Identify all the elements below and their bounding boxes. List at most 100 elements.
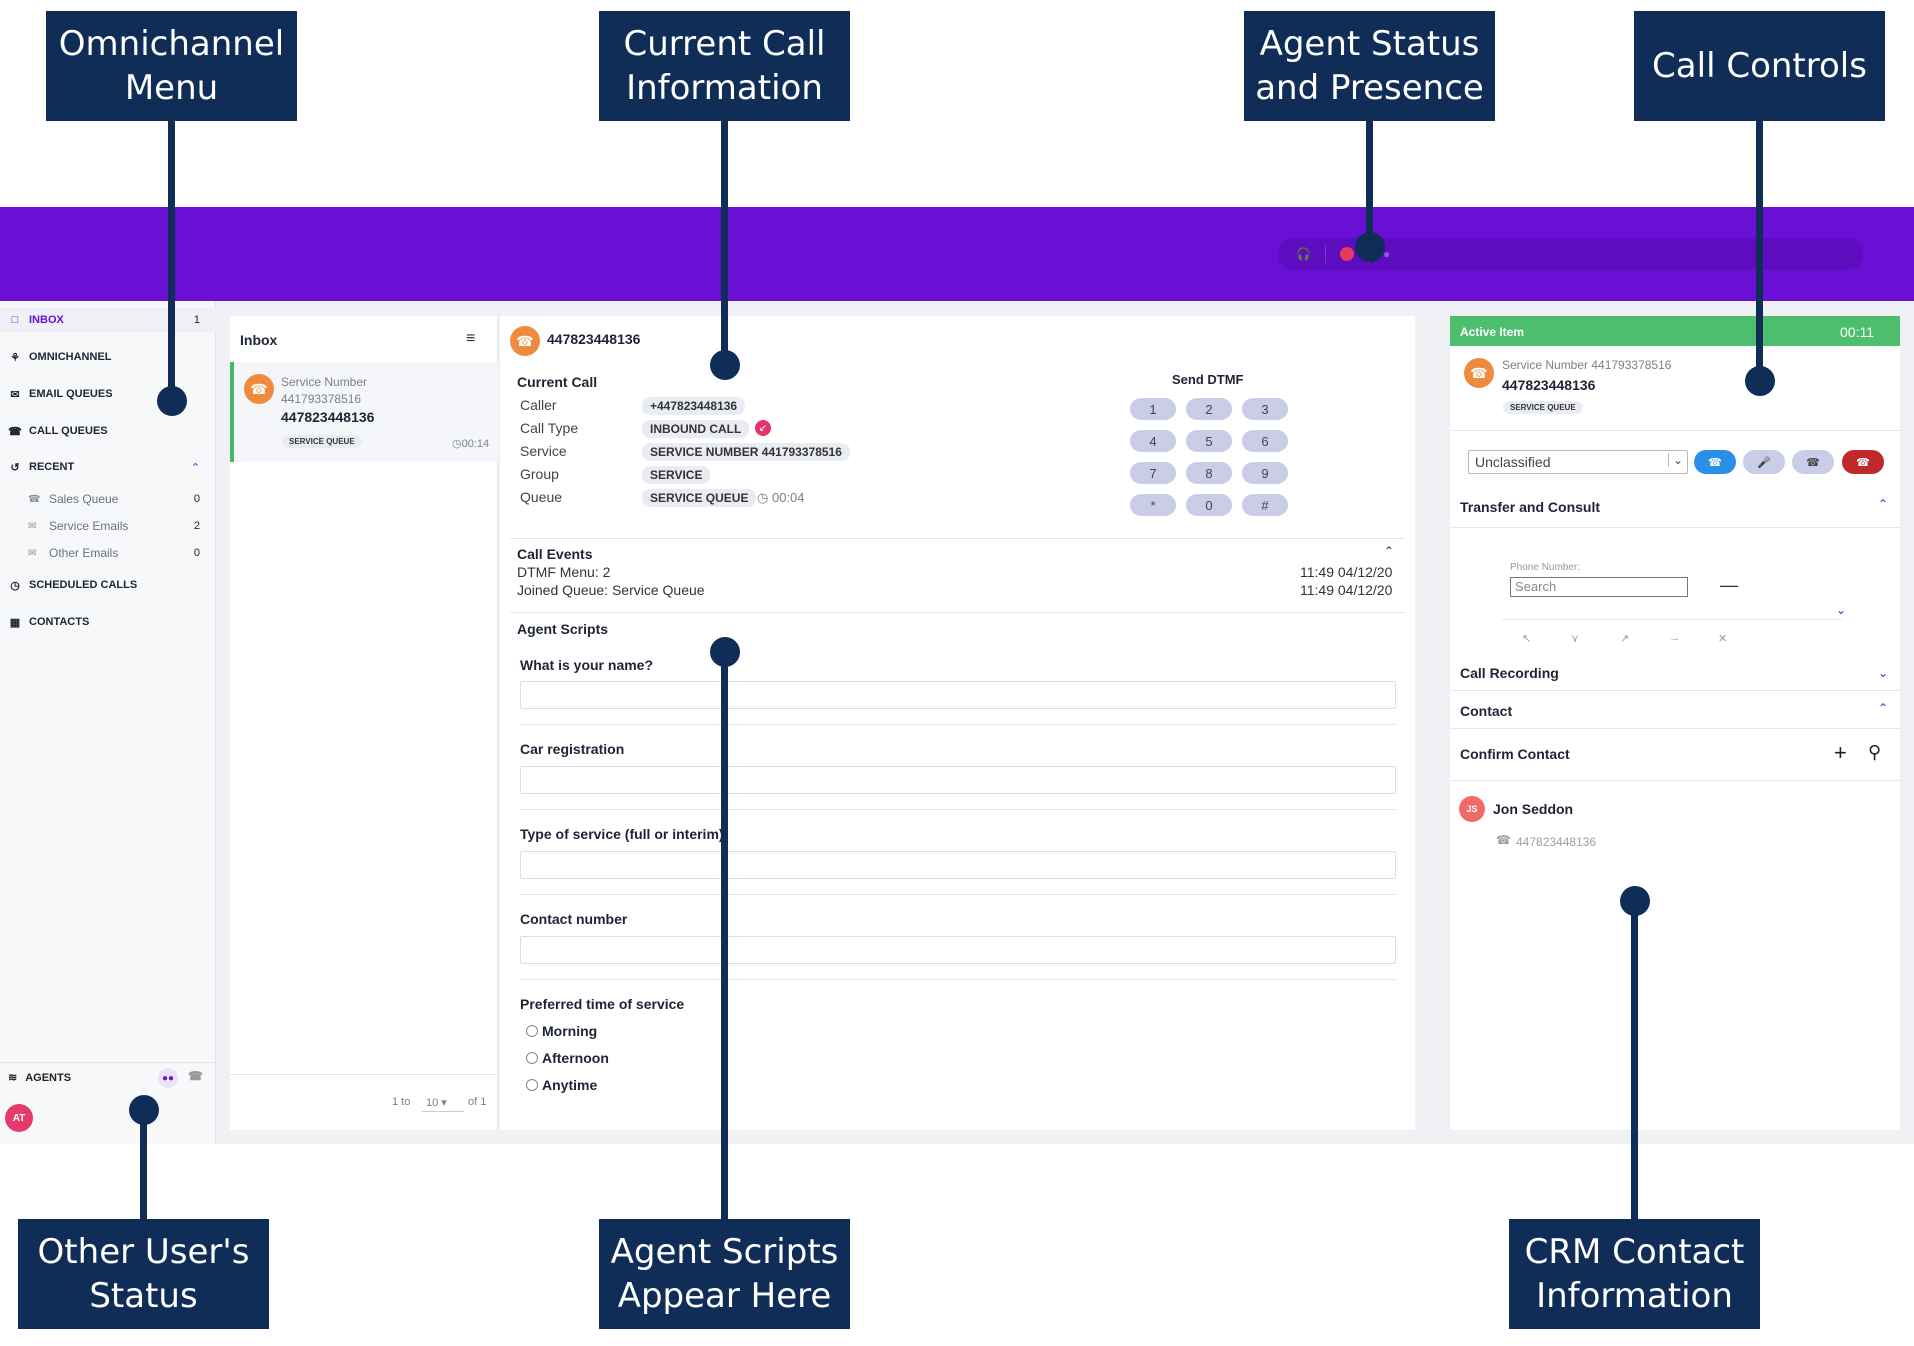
dtmf-key[interactable]: 1	[1130, 398, 1176, 420]
forward-icon[interactable]: →	[1669, 632, 1680, 644]
callout-line	[140, 1108, 147, 1220]
script-question: Type of service (full or interim)	[520, 826, 724, 842]
call-event-text: Joined Queue: Service Queue	[517, 582, 705, 598]
radio-option[interactable]: Morning	[526, 1023, 597, 1039]
inbox-item-timer: ◷00:14	[452, 438, 490, 450]
script-answer-input[interactable]	[520, 766, 1396, 794]
clock-icon: ◷	[10, 579, 20, 592]
phone-icon[interactable]: ☎	[188, 1069, 203, 1083]
call-events-title: Call Events	[517, 546, 593, 562]
status-icon[interactable]: ●	[1382, 247, 1391, 261]
transfer-call-button[interactable]: ☎	[1694, 450, 1736, 474]
recent-service-emails[interactable]: ✉ Service Emails 2	[28, 515, 208, 537]
hold-button[interactable]: ☎	[1792, 450, 1834, 474]
minus-icon[interactable]: —	[1720, 575, 1738, 595]
dtmf-key[interactable]: 0	[1186, 494, 1232, 516]
agent-avatar[interactable]: AT	[5, 1104, 33, 1132]
script-answer-input[interactable]	[520, 681, 1396, 709]
mute-button[interactable]: 🎤	[1743, 450, 1785, 474]
radio-circle[interactable]	[526, 1025, 538, 1037]
chevron-down-icon[interactable]: ⌄	[1877, 666, 1888, 680]
phone-icon: ☎	[1496, 833, 1511, 847]
dtmf-key[interactable]: #	[1242, 494, 1288, 516]
chevron-down-icon[interactable]: ⌄	[1836, 603, 1847, 617]
filter-icon[interactable]: ≡	[466, 330, 476, 347]
phone-icon: ☎	[244, 374, 274, 404]
radio-label: Morning	[542, 1023, 598, 1039]
dtmf-key[interactable]: 4	[1130, 430, 1176, 452]
nav-omnichannel[interactable]: ⚘ OMNICHANNEL	[0, 345, 216, 369]
field-label: Queue	[520, 489, 563, 505]
dtmf-key[interactable]: 8	[1186, 462, 1232, 484]
recent-count: 0	[193, 547, 200, 559]
nav-label: CONTACTS	[29, 616, 90, 628]
contact-phone[interactable]: 447823448136	[1516, 835, 1597, 849]
call-header-number: 447823448136	[547, 331, 641, 347]
transfer-consult-title: Transfer and Consult	[1460, 499, 1601, 515]
add-icon[interactable]: +	[1834, 740, 1847, 765]
inbox-icon: □	[11, 314, 19, 326]
callout-call-controls: Call Controls	[1634, 11, 1885, 121]
divider	[1450, 690, 1900, 691]
chevron-up-icon[interactable]: ⌃	[1877, 497, 1888, 511]
dtmf-key[interactable]: 9	[1242, 462, 1288, 484]
active-item-bar: Active Item 00:11	[1450, 316, 1900, 346]
radio-circle[interactable]	[526, 1079, 538, 1091]
script-answer-input[interactable]	[520, 936, 1396, 964]
headset-icon[interactable]: 🎧	[1296, 247, 1311, 261]
dtmf-key[interactable]: *	[1130, 494, 1176, 516]
divider	[1450, 728, 1900, 729]
nav-scheduled-calls[interactable]: ◷ SCHEDULED CALLS	[0, 573, 216, 597]
divider	[520, 894, 1396, 895]
queue-badge: SERVICE QUEUE	[1503, 401, 1583, 414]
chevron-up-icon[interactable]: ⌃	[1877, 701, 1888, 715]
script-question: Car registration	[520, 741, 625, 757]
nav-recent[interactable]: ↺ RECENT ⌃	[0, 455, 216, 479]
active-number: 447823448136	[1502, 377, 1596, 393]
dtmf-key[interactable]: 6	[1242, 430, 1288, 452]
radio-option[interactable]: Anytime	[526, 1077, 597, 1093]
callout-agent-scripts: Agent Scripts Appear Here	[599, 1219, 850, 1329]
users-icon[interactable]: ●●	[158, 1068, 178, 1088]
dtmf-key[interactable]: 7	[1130, 462, 1176, 484]
radio-circle[interactable]	[526, 1052, 538, 1064]
merge-icon[interactable]: ⋎	[1571, 633, 1580, 645]
nav-label: INBOX	[29, 314, 64, 326]
callout-omnichannel-menu: Omnichannel Menu	[46, 11, 297, 121]
dtmf-key[interactable]: 5	[1186, 430, 1232, 452]
recent-sales-queue[interactable]: ☎ Sales Queue 0	[28, 488, 208, 510]
inbox-item-line2: 441793378516	[281, 392, 362, 406]
callout-line	[721, 121, 728, 361]
nav-email-queues[interactable]: ✉ EMAIL QUEUES	[0, 382, 216, 406]
page-size-select[interactable]: 10 ▾	[422, 1092, 464, 1112]
radio-label: Afternoon	[542, 1050, 609, 1066]
chart-icon[interactable]: ⌃	[1384, 544, 1395, 558]
inbox-item[interactable]: ☎ Service Number 441793378516 4478234481…	[230, 362, 498, 462]
contact-name[interactable]: Jon Seddon	[1493, 801, 1574, 817]
callout-dot	[710, 350, 740, 380]
close-icon[interactable]: ✕	[1718, 633, 1728, 645]
active-item-panel: Active Item 00:11 ☎ Service Number 44179…	[1450, 316, 1900, 1130]
nav-inbox[interactable]: □ INBOX 1	[0, 308, 216, 332]
field-value: SERVICE QUEUE	[642, 489, 757, 507]
callout-crm-contact: CRM Contact Information	[1509, 1219, 1760, 1329]
divider	[520, 724, 1396, 725]
hangup-button[interactable]: ☎	[1842, 450, 1884, 474]
blind-transfer-icon[interactable]: ↖	[1522, 633, 1532, 645]
dtmf-key[interactable]: 2	[1186, 398, 1232, 420]
radio-label: Anytime	[542, 1077, 598, 1093]
nav-call-queues[interactable]: ☎ CALL QUEUES	[0, 419, 216, 443]
recent-other-emails[interactable]: ✉ Other Emails 0	[28, 542, 208, 564]
nav-label: OMNICHANNEL	[29, 351, 112, 363]
script-answer-input[interactable]	[520, 851, 1396, 879]
radio-option[interactable]: Afternoon	[526, 1050, 609, 1066]
search-icon[interactable]: ⚲	[1868, 742, 1882, 762]
nav-contacts[interactable]: ▦ CONTACTS	[0, 610, 216, 634]
phone-search-input[interactable]: Search	[1510, 577, 1688, 597]
consult-icon[interactable]: ↗	[1620, 633, 1630, 645]
classification-select[interactable]: Unclassified ⌄	[1468, 450, 1688, 474]
agents-label: AGENTS	[25, 1071, 72, 1084]
field-value: SERVICE	[642, 466, 711, 484]
chevron-up-icon[interactable]: ⌃	[190, 461, 200, 474]
dtmf-key[interactable]: 3	[1242, 398, 1288, 420]
